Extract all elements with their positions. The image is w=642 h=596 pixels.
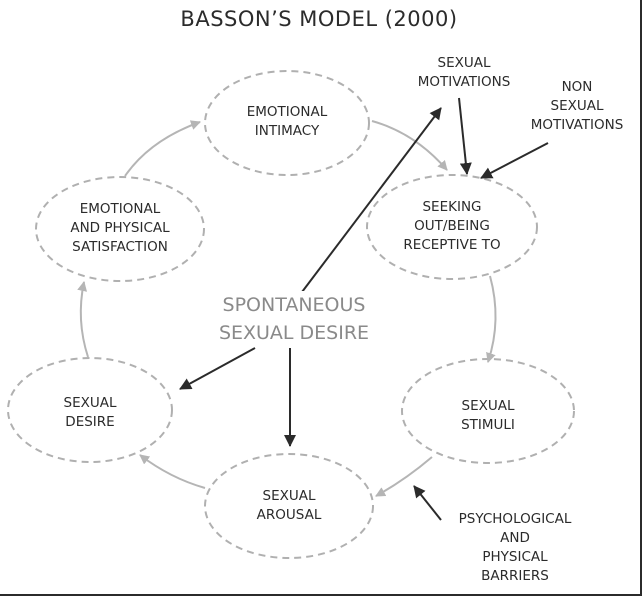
arrow-intimacy-to-seeking (371, 120, 448, 171)
arrow-motivations-to-seeking (458, 97, 472, 175)
input-barriers: PSYCHOLOGICAL AND PHYSICAL BARRIERS (458, 511, 572, 584)
center-label: SPONTANEOUS SEXUAL DESIRE (207, 291, 381, 347)
arrow-barriers-to-stimuli (413, 485, 442, 521)
input-non-sexual-motivations: NON SEXUAL MOTIVATIONS (530, 79, 624, 133)
input-sexual-motivations: SEXUAL MOTIVATIONS (417, 55, 511, 90)
arrow-center-to-motivations (301, 107, 442, 293)
arrow-seeking-to-stimuli (486, 275, 497, 363)
arrow-arousal-to-desire (139, 454, 206, 489)
diagram-title: BASSON’S MODEL (2000) (180, 7, 458, 31)
node-satisfaction: EMOTIONAL AND PHYSICAL SATISFACTION (70, 201, 170, 255)
node-emotional-intimacy-shape (204, 70, 370, 176)
node-sexual-desire: SEXUAL DESIRE (63, 395, 117, 430)
node-sexual-arousal-shape (204, 453, 374, 559)
node-seeking-out: SEEKING OUT/BEING RECEPTIVE TO (403, 199, 501, 253)
arrow-desire-to-satisfaction (77, 281, 89, 358)
arrow-nonsexual-to-seeking (480, 142, 549, 179)
node-seeking-out-shape (366, 174, 538, 280)
arrow-center-to-desire (179, 347, 256, 390)
node-satisfaction-shape (35, 176, 205, 282)
arrow-satisfaction-to-intimacy (124, 120, 201, 177)
node-sexual-arousal: SEXUAL AROUSAL (256, 488, 322, 523)
arrow-stimuli-to-arousal (375, 456, 433, 497)
node-sexual-stimuli: SEXUAL STIMULI (461, 398, 515, 433)
node-sexual-desire-shape (7, 357, 173, 463)
node-emotional-intimacy: EMOTIONAL INTIMACY (246, 104, 328, 139)
